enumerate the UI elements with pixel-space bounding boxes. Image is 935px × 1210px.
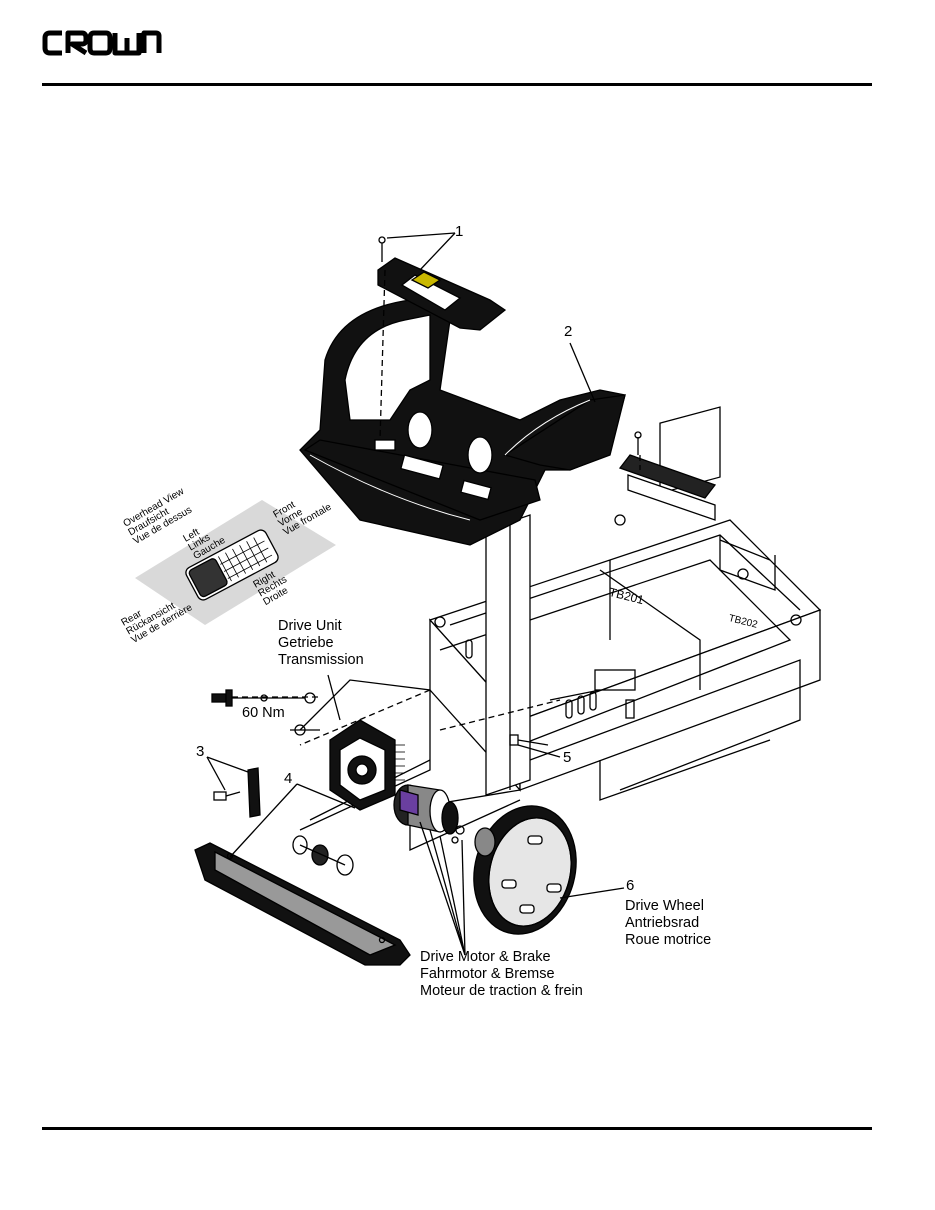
callout-2: 2 [564, 323, 573, 340]
drive-unit-gearbox [290, 719, 405, 811]
control-handle-assembly [299, 284, 626, 796]
footer-rule [42, 1127, 872, 1130]
top-cover-plate [377, 236, 507, 331]
drive-wheel [473, 805, 577, 935]
overhead-view-truck-icon [185, 529, 279, 601]
callout-6: 6 [626, 877, 635, 894]
drive-motor [393, 784, 465, 844]
callout-5: 5 [563, 749, 572, 766]
frame-slots [465, 639, 597, 719]
front-bumper [194, 842, 411, 966]
torque-bolt [211, 689, 316, 707]
small-parts [292, 734, 519, 876]
callout-1: 1 [455, 223, 464, 240]
crown-logo [42, 28, 162, 63]
callout-3: 3 [196, 743, 205, 760]
terminal-block [618, 431, 717, 521]
leader-lines [206, 232, 625, 956]
cover-screw-line [379, 269, 386, 441]
header-rule [42, 83, 872, 86]
part-3-bracket [213, 767, 261, 818]
callout-4: 4 [284, 770, 293, 787]
torque-label: 60 Nm [242, 705, 285, 721]
